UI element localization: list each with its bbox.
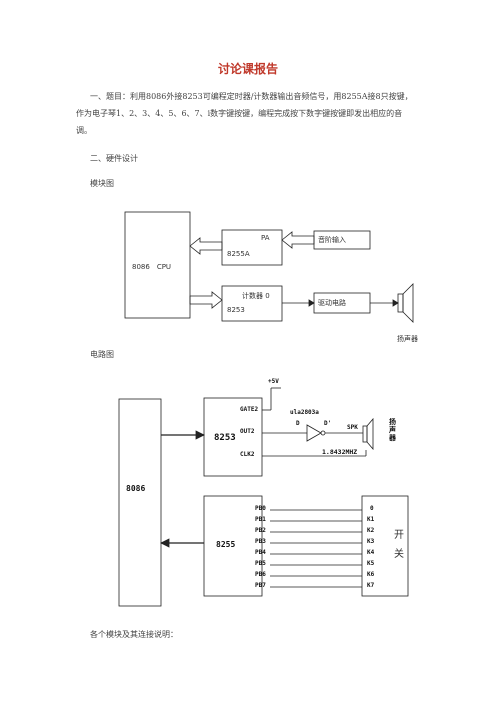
8253-box — [221, 285, 283, 322]
report-title: 讨论课报告 — [217, 62, 278, 76]
topic-line-1: 一、题目：利用8086外接8253可编程定时器/计数器输出音频信号，用8255A… — [90, 92, 413, 101]
block-pa-label: PA — [261, 234, 270, 242]
block-diagram-label: 模块图 — [90, 179, 114, 188]
block-speaker-label: 扬声器 — [397, 335, 418, 343]
buffer-symbol — [306, 424, 322, 442]
chip-8255-label: 8255 — [216, 540, 236, 549]
key-label: K6 — [367, 571, 375, 578]
switch-box — [361, 495, 409, 597]
arrow-input-to-8255a — [281, 231, 315, 249]
block-8253-label: 8253 — [227, 306, 245, 314]
vcc-label: +5V — [268, 378, 279, 385]
clock-freq-label: 1.8432MHZ — [322, 448, 358, 456]
pb-label: PB0 — [255, 505, 266, 512]
pb-label: PB6 — [255, 571, 266, 578]
8086-box — [118, 398, 162, 607]
cpu-box — [124, 211, 191, 319]
pb-label: PB4 — [255, 549, 266, 556]
out2-label: OUT2 — [240, 428, 255, 435]
8253-chip-box — [203, 397, 263, 477]
module-description-label: 各个模块及其连接说明： — [90, 630, 178, 639]
8255-chip-box — [203, 495, 263, 597]
buffer-out-label: D' — [324, 420, 332, 427]
section-hardware: 二、硬件设计 — [90, 154, 138, 163]
key-label: K5 — [367, 560, 375, 567]
block-8255a-label: 8255A — [227, 250, 250, 258]
key-label: K1 — [367, 516, 375, 523]
pb-label: PB2 — [255, 527, 266, 534]
topic-line-2: 作为电子琴1、2、3、4、5、6、7、i数字键按键，编程完成按下数字键按键即发出… — [76, 109, 403, 118]
key-label: K3 — [367, 538, 375, 545]
spk-label: SPK — [347, 424, 358, 431]
buffer-in-label: D — [296, 420, 300, 427]
switch-label-1: 开 — [394, 530, 404, 541]
pb-label: PB7 — [255, 582, 266, 589]
block-driver-label: 驱动电路 — [318, 299, 346, 307]
gate2-label: GATE2 — [240, 406, 259, 413]
key-label: K4 — [367, 549, 375, 556]
circuit-diagram-label: 电路图 — [90, 350, 114, 359]
key-label: K7 — [367, 582, 375, 589]
arrow-cpu-to-8253 — [189, 291, 223, 309]
key-label: 0 — [370, 505, 374, 512]
chip-8086-label: 8086 — [126, 484, 146, 493]
chip-8253-label: 8253 — [214, 433, 236, 443]
buffer-label: ula2803a — [290, 409, 319, 416]
block-cpu-label: 8086 CPU — [132, 263, 172, 271]
pb-label: PB5 — [255, 560, 266, 567]
block-note-input-label: 音阶输入 — [318, 236, 346, 244]
clk2-label: CLK2 — [240, 451, 255, 458]
arrow-8255a-to-cpu — [189, 237, 223, 255]
key-label: K2 — [367, 527, 375, 534]
switch-label-2: 关 — [394, 549, 404, 560]
speaker-cone — [402, 283, 414, 323]
pb-label: PB1 — [255, 516, 266, 523]
topic-line-3: 调。 — [76, 126, 92, 135]
block-counter0-label: 计数器 0 — [242, 292, 270, 300]
circuit-speaker-label: 扬声器 — [389, 418, 396, 442]
pb-label: PB3 — [255, 538, 266, 545]
